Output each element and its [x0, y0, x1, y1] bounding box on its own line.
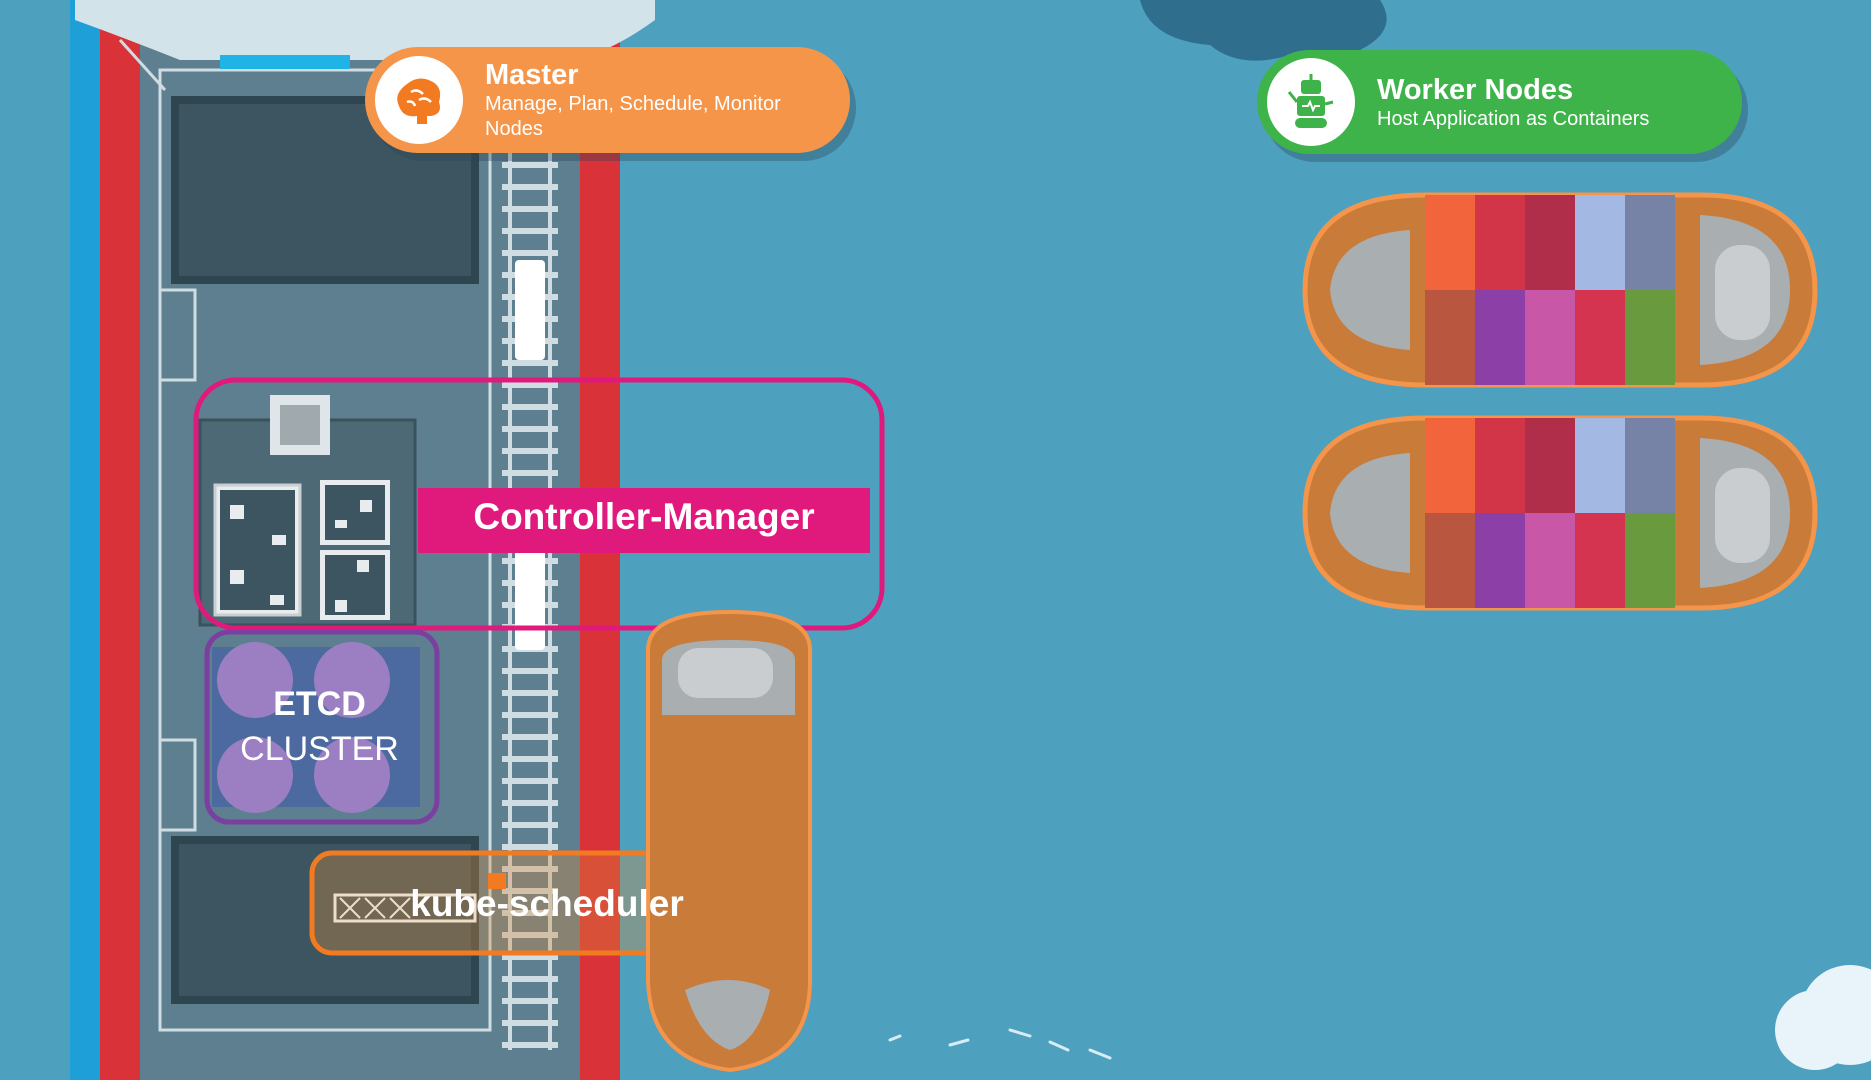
etcd-frame — [204, 629, 440, 825]
worker-nodes-subtitle: Host Application as Containers — [1377, 107, 1650, 130]
brain-icon — [375, 56, 463, 144]
controller-manager-label: Controller-Manager — [473, 496, 815, 537]
worker-nodes-title: Worker Nodes — [1377, 73, 1574, 106]
master-badge: Master Manage, Plan, Schedule, Monitor N… — [365, 47, 850, 153]
cloud-shadow — [1140, 0, 1387, 67]
rail-car — [515, 550, 545, 650]
ship-bridge — [75, 0, 655, 60]
rail-car — [515, 260, 545, 360]
worker-ship-1 — [1302, 192, 1818, 388]
worker-ship-2 — [1302, 415, 1818, 611]
master-ship-edge-blue — [70, 0, 100, 1080]
kube-scheduler-label: kube-scheduler — [410, 883, 684, 924]
master-title: Master — [485, 59, 579, 91]
controller-manager-banner — [418, 488, 870, 553]
controller-manager-frame — [193, 377, 885, 631]
small-ship — [646, 609, 812, 1073]
worker-nodes-badge: Worker Nodes Host Application as Contain… — [1257, 50, 1742, 154]
master-subtitle: Manage, Plan, Schedule, Monitor Nodes — [485, 93, 781, 140]
etcd-label: ETCD — [273, 685, 366, 723]
waves — [888, 1028, 1112, 1060]
etcd-cluster-label: CLUSTER — [240, 730, 399, 768]
robot-icon — [1267, 58, 1355, 146]
